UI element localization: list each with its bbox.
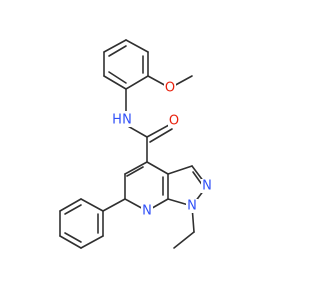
atom-nitrogen-pyridine: N xyxy=(141,204,153,219)
atom-oxygen-methoxy: O xyxy=(164,81,176,96)
atom-label-layer: O H N O N N N xyxy=(112,81,213,219)
bond xyxy=(125,39,149,53)
atom-label-background xyxy=(186,199,198,213)
bond xyxy=(59,235,82,249)
atom-label-background xyxy=(168,114,181,128)
bond xyxy=(173,231,195,249)
atom-label-n: N xyxy=(122,113,132,128)
bond xyxy=(125,75,149,90)
bond xyxy=(59,198,82,212)
atom-label-n: N xyxy=(142,204,152,219)
bond xyxy=(103,75,127,90)
bond-double xyxy=(108,71,127,84)
atom-label-background xyxy=(113,111,133,127)
atom-label-o: O xyxy=(169,114,179,129)
molecule-structure-diagram: O H N O N N N xyxy=(59,39,213,249)
bond xyxy=(80,198,104,212)
atom-label-n: N xyxy=(202,179,212,194)
atom-label-n: N xyxy=(187,199,197,214)
bond-double xyxy=(64,232,82,243)
atom-oxygen-carbonyl: O xyxy=(168,114,181,129)
atom-label-background xyxy=(141,204,153,218)
bond-double xyxy=(64,204,82,215)
atom-nitrogen-pyrazole-2: N xyxy=(201,179,213,194)
atom-label-o: O xyxy=(165,81,175,96)
bond xyxy=(146,124,170,138)
atom-label-h: H xyxy=(112,113,122,128)
bond xyxy=(103,39,127,53)
bond-double xyxy=(108,45,127,57)
bond-double xyxy=(126,166,144,177)
bond xyxy=(146,161,169,175)
bond xyxy=(80,235,104,249)
bond xyxy=(167,165,193,175)
bond-layer xyxy=(59,39,208,249)
bond xyxy=(124,161,148,175)
atom-nitrogen-amide: H N xyxy=(112,111,133,128)
atom-label-background xyxy=(164,81,176,95)
atom-nitrogen-pyrazole-1: N xyxy=(186,199,198,214)
bond-double xyxy=(149,128,173,143)
atom-label-background xyxy=(201,179,213,193)
bond xyxy=(102,198,126,212)
